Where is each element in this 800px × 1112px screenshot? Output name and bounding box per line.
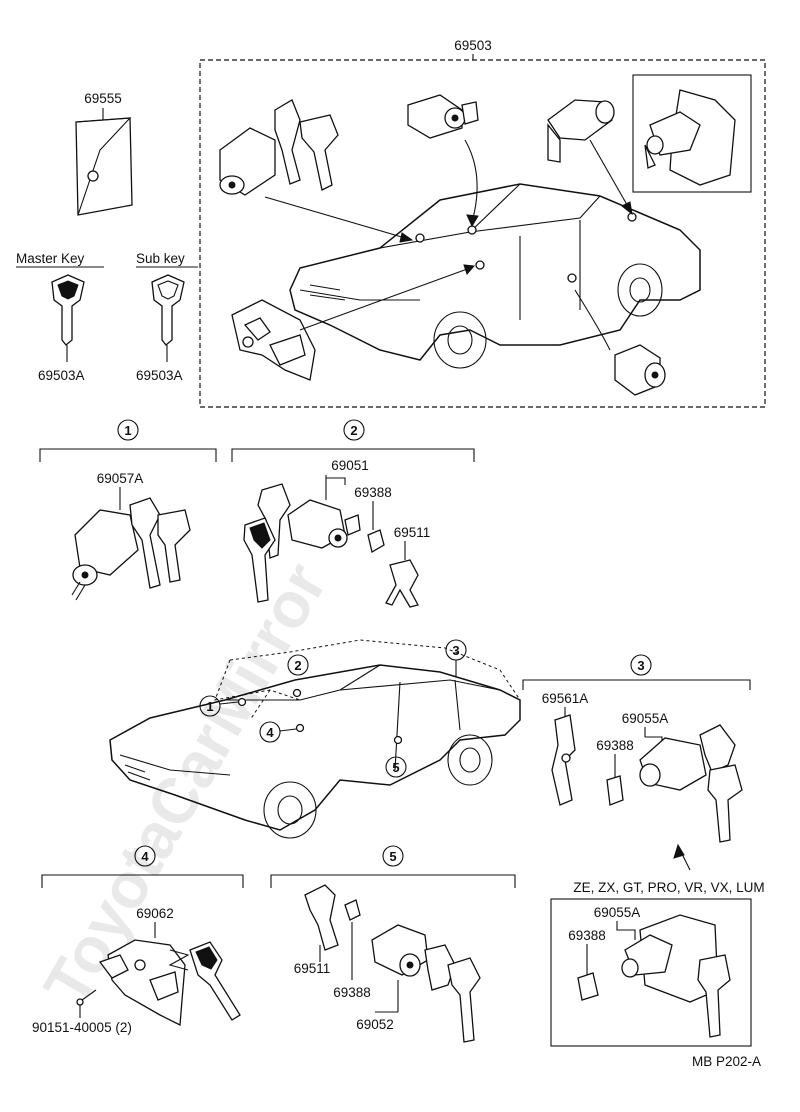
master-key-icon [51,274,85,346]
label-69511-g5: 69511 [294,961,331,976]
inset-box-top [632,74,752,193]
ignition-cylinder-top [219,99,339,196]
car-callout-4: 4 [266,725,274,740]
sub-key-group: Sub key 69503A [136,251,198,383]
door-cylinder-right [614,344,666,396]
sub-key-part: 69503A [136,368,183,383]
sub-key-icon [151,274,185,346]
steering-lock-bracket [231,299,316,381]
label-69388-g2: 69388 [354,485,392,500]
label-69055A-g3: 69055A [622,711,669,726]
key-case-group: 69555 [75,91,133,216]
label-69388-g5: 69388 [333,985,371,1000]
label-69051: 69051 [331,458,369,473]
assembly-69503-box [199,59,766,408]
group-3-variant: ZE, ZX, GT, PRO, VR, VX, LUM 69055A 6938… [550,880,765,1047]
group-5: 5 69511 69388 69052 [270,845,516,1043]
group-4: 4 69062 90151-40005 (2) [32,845,244,1035]
label-69503: 69503 [454,38,492,53]
group-2: 2 69051 69388 69511 [231,419,475,608]
group-5-callout: 5 [389,849,396,864]
label-69388-g3b: 69388 [568,928,606,943]
watermark-text: ToyotaCarMirror [30,551,341,1017]
label-69055A-g3b: 69055A [594,905,641,920]
diagram-code: MB P202-A [692,1054,761,1069]
label-screw: 90151-40005 (2) [32,1020,132,1035]
group-1-callout: 1 [124,423,131,438]
label-69052: 69052 [356,1017,394,1032]
key-case [75,117,133,216]
sedan-illustration-top [289,183,701,369]
master-key-group: Master Key 69503A [16,251,104,383]
car-callout-3: 3 [452,643,459,658]
group-3: 3 69561A 69055A 69388 [522,654,751,871]
label-69561A: 69561A [542,691,589,706]
car-callout-1: 1 [206,699,213,714]
master-key-caption: Master Key [16,251,85,266]
label-variants: ZE, ZX, GT, PRO, VR, VX, LUM [573,880,764,895]
label-69388-g3: 69388 [596,738,634,753]
car-callout-2: 2 [294,658,301,673]
group-4-callout: 4 [141,849,149,864]
label-69057A: 69057A [97,471,144,486]
label-69555: 69555 [84,91,122,106]
group-1: 1 69057A [39,419,217,601]
label-69062: 69062 [136,906,174,921]
door-cylinder-top [407,94,479,139]
sedan-illustration-middle: 2 3 1 4 5 [109,639,521,839]
master-key-part: 69503A [38,368,85,383]
group-2-callout: 2 [350,423,357,438]
trunk-cylinder-top [547,99,615,163]
assembly-69503: 69503 [199,38,766,408]
group-3-callout: 3 [637,658,644,673]
sub-key-caption: Sub key [136,251,185,266]
label-69511-g2: 69511 [394,525,431,540]
car-callout-5: 5 [392,760,399,775]
